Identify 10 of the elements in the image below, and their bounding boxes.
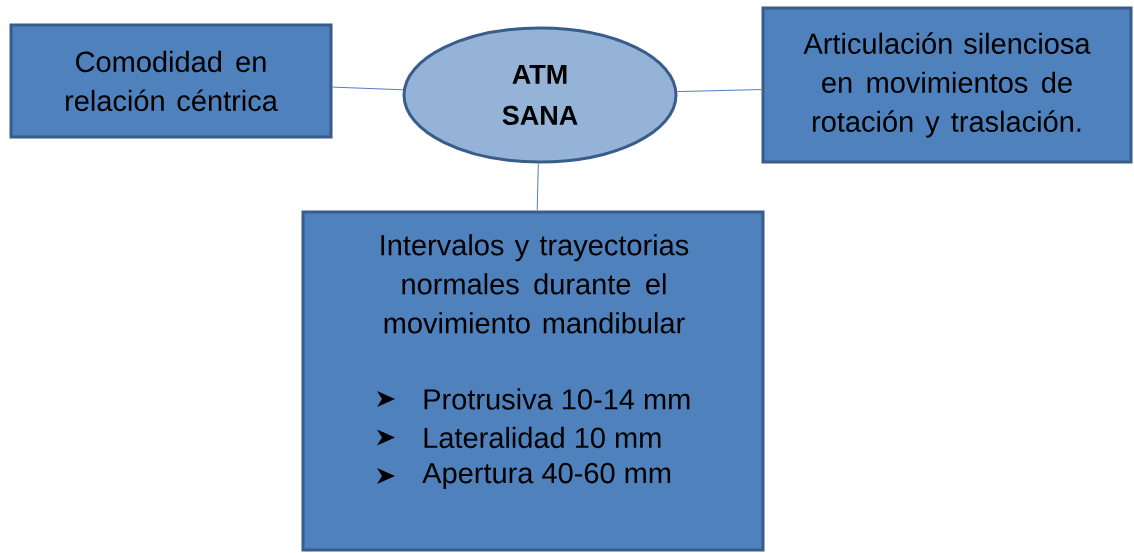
list-item: Apertura 40-60 mm bbox=[422, 462, 671, 490]
heading-text: Intervalos y trayectorias normales durante el movimiento mandibular bbox=[381, 234, 689, 334]
connector-line bbox=[332, 86, 404, 91]
ellipse-node: ATM SANA bbox=[402, 26, 678, 164]
connector-line bbox=[536, 163, 539, 211]
text-box: Articulación silenciosa en movimientos de rotación y traslación. bbox=[761, 6, 1133, 164]
text-box: Comodidad en relación céntrica bbox=[9, 23, 333, 139]
list-item: Protrusiva 10-14 mm bbox=[424, 388, 690, 410]
connector-line bbox=[676, 89, 762, 93]
list-item: Lateralidad 10 mm bbox=[424, 426, 661, 449]
